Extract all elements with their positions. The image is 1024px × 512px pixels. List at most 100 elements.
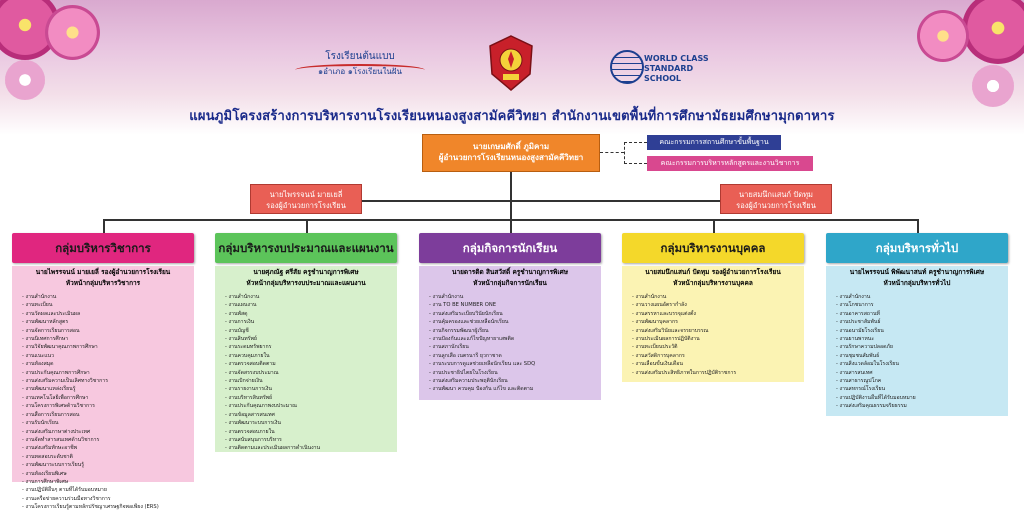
task-item: งานรายงานการเงิน (225, 385, 397, 393)
basic-education-board: คณะกรรมการสถานศึกษาขั้นพื้นฐาน (647, 135, 781, 150)
chart-title: แผนภูมิโครงสร้างการบริหารงานโรงเรียนหนอง… (189, 109, 835, 124)
task-item: งานวิจัยพัฒนาคุณภาพการศึกษา (22, 343, 194, 351)
task-item: งานกิจกรรมพัฒนาผู้เรียน (429, 327, 601, 335)
task-item: งานพัสดุ (225, 310, 397, 318)
connector-line (510, 219, 512, 233)
group-general-admin-tasks: งานสำนักงานงานโภชนาการงานอาคารสถานที่งาน… (826, 290, 1008, 416)
task-item: งานแผนงาน (225, 301, 397, 309)
task-item: งานวางแผนอัตรากำลัง (632, 301, 804, 309)
task-item: งานชุมชนสัมพันธ์ (836, 352, 1008, 360)
task-item: งานสรรหาและบรรจุแต่งตั้ง (632, 310, 804, 318)
task-item: งานจัดทำสารสนเทศด้านวิชาการ (22, 436, 194, 444)
group-head-line2: หัวหน้ากลุ่มบริหารทั่วไป (883, 279, 951, 287)
task-item: งานติดตามและประเมินผลการดำเนินงาน (225, 444, 397, 452)
group-head: นายไพรรจนน์ พิพัฒนาสนท์ ครูชำนาญการพิเศษ… (826, 266, 1008, 290)
task-item: งานตรวจสอบติดตาม (225, 360, 397, 368)
group-head-line1: นายศุภณัฐ ศรีสัย ครูชำนาญการพิเศษ (253, 268, 359, 276)
task-item: งานสหกรณ์โรงเรียน (836, 385, 1008, 393)
task-item: งานลูกเสือ เนตรนารี ยุวกาชาด (429, 352, 601, 360)
task-item: งานทดสอบระดับชาติ (22, 453, 194, 461)
connector-line (306, 219, 308, 233)
flower-decoration (917, 10, 969, 62)
group-academic-tasks: งานสำนักงานงานทะเบียนงานวัดผลและประเมินผ… (12, 290, 194, 510)
task-item: งานปฏิบัติงานอื่นที่ได้รับมอบหมาย (836, 394, 1008, 402)
group-head-line1: นายดารติด สินสวัสดิ์ ครูชำนาญการพิเศษ (452, 268, 568, 276)
task-item: งานประชาสัมพันธ์ (836, 318, 1008, 326)
task-item: งานวัดผลและประเมินผล (22, 310, 194, 318)
task-item: งานจัดการเรียนการสอน (22, 327, 194, 335)
task-item: งานคุ้มครองและช่วยเหลือนักเรียน (429, 318, 601, 326)
world-class-line1: WORLD CLASS (644, 54, 709, 63)
task-item: งานพัฒนาแหล่งเรียนรู้ (22, 385, 194, 393)
task-item: งานสื่อการเรียนการสอน (22, 411, 194, 419)
task-item: งานสำนักงาน (429, 293, 601, 301)
task-item: งานห้องสมุด (22, 360, 194, 368)
task-item: งานสนับสนุนการบริหาร (225, 436, 397, 444)
world-class-logo: WORLD CLASS STANDARD SCHOOL (610, 48, 710, 84)
task-item: งานป้องกันและแก้ไขปัญหายาเสพติด (429, 335, 601, 343)
task-item: งานนิเทศการศึกษา (22, 335, 194, 343)
task-item: งานส่งเสริมความเป็นเลิศทางวิชาการ (22, 377, 194, 385)
task-item: งานพัฒนาระบบการเรียนรู้ (22, 461, 194, 469)
task-item: งานส่งเสริมระเบียบวินัยนักเรียน (429, 310, 601, 318)
connector-line (103, 219, 105, 233)
dashed-connector (624, 163, 647, 164)
task-item: งานทะเบียน (22, 301, 194, 309)
task-item: งานจัดสรรงบประมาณ (225, 369, 397, 377)
task-item: งานสำนักงาน (22, 293, 194, 301)
group-head-line1: นายไพรรจนน์ มายเยลี่ รองผู้อำนวยการโรงเร… (35, 268, 171, 276)
header-banner (0, 0, 1024, 135)
task-item: งานประกันคุณภาพการศึกษา (22, 369, 194, 377)
task-item: งานโครงการพิเศษด้านวิชาการ (22, 402, 194, 410)
group-head-line2: หัวหน้ากลุ่มบริหารวิชาการ (65, 279, 141, 287)
group-head-line2: หัวหน้ากลุ่มกิจการนักเรียน (473, 279, 547, 287)
group-head-line2: หัวหน้ากลุ่มบริหารงานบุคคล (673, 279, 753, 287)
dream-school-line2: ๑อำเภอ ๑โรงเรียนในฝัน (295, 64, 425, 78)
flower-decoration (962, 0, 1024, 64)
deputy-director-box: นายไพรรจนน์ มายเยลี่ รองผู้อำนวยการโรงเร… (250, 184, 362, 214)
director-box: นายเกษมศักดิ์ ภูมิคาม ผู้อำนวยการโรงเรีย… (422, 134, 600, 172)
task-item: งานการศึกษาพิเศษ (22, 478, 194, 486)
task-item: งาน TO BE NUMBER ONE (429, 301, 601, 309)
world-class-line2: STANDARD SCHOOL (644, 64, 694, 83)
director-name: นายเกษมศักดิ์ ภูมิคาม (472, 142, 550, 151)
task-item: งานโภชนาการ (836, 301, 1008, 309)
task-item: งานยานพาหนะ (836, 335, 1008, 343)
task-item: งานพัฒนาบุคลากร (632, 318, 804, 326)
task-item: งานทะเบียนประวัติ (632, 343, 804, 351)
connector-line (362, 200, 720, 202)
task-item: งานส่งเสริมภาษาต่างประเทศ (22, 428, 194, 436)
group-personnel-header: กลุ่มบริหารงานบุคคล (622, 233, 804, 263)
task-item: งานโครงการเรียนรู้ตามหลักปรัชญาเศรษฐกิจพ… (22, 503, 194, 511)
group-student-affairs-tasks: งานสำนักงานงาน TO BE NUMBER ONEงานส่งเสร… (419, 290, 601, 400)
task-item: งานควบคุมภายใน (225, 352, 397, 360)
connector-line (713, 219, 715, 233)
task-item: งานสำนักงาน (632, 293, 804, 301)
task-item: งานอาคารสถานที่ (836, 310, 1008, 318)
group-head-line1: นายสมนึกแสนก์ ปัดทุม รองผู้อำนวยการโรงเร… (645, 268, 781, 276)
dream-school-logo: โรงเรียนต้นแบบ ๑อำเภอ ๑โรงเรียนในฝัน (295, 50, 425, 84)
connector-line (917, 219, 919, 233)
task-item: งานส่งเสริมความประพฤตินักเรียน (429, 377, 601, 385)
flower-decoration (45, 5, 100, 60)
deputy-position: รองผู้อำนวยการโรงเรียน (266, 201, 346, 210)
group-head-line2: หัวหน้ากลุ่มบริหารงบประมาณและแผนงาน (246, 279, 366, 287)
group-head-line1: นายไพรรจนน์ พิพัฒนาสนท์ ครูชำนาญการพิเศษ (849, 268, 985, 276)
group-personnel-tasks: งานสำนักงานงานวางแผนอัตรากำลังงานสรรหาแล… (622, 290, 804, 382)
group-head: นายไพรรจนน์ มายเยลี่ รองผู้อำนวยการโรงเร… (12, 266, 194, 290)
globe-icon (610, 50, 644, 84)
deputy-position: รองผู้อำนวยการโรงเรียน (736, 201, 816, 210)
group-academic-header: กลุ่มบริหารวิชาการ (12, 233, 194, 263)
task-item: งานพัฒนา ควบคุม ป้องกัน แก้ไข และติดตาม (429, 385, 601, 393)
task-item: งานสาธารณูปโภค (836, 377, 1008, 385)
task-item: งานตรวจสอบภายใน (225, 428, 397, 436)
task-item: งานสิ่งแวดล้อมในโรงเรียน (836, 360, 1008, 368)
task-item: งานห้องเรียนพิเศษ (22, 470, 194, 478)
task-item: งานข้อมูลสารสนเทศ (225, 411, 397, 419)
task-item: งานสารสนเทศ (836, 369, 1008, 377)
task-item: งานส่งเสริมคุณธรรมจริยธรรม (836, 402, 1008, 410)
group-head: นายดารติด สินสวัสดิ์ ครูชำนาญการพิเศษ หั… (419, 266, 601, 290)
group-budget-header: กลุ่มบริหารงบประมาณและแผนงาน (215, 233, 397, 263)
task-item: งานบัญชี (225, 327, 397, 335)
group-general-admin-header: กลุ่มบริหารทั่วไป (826, 233, 1008, 263)
